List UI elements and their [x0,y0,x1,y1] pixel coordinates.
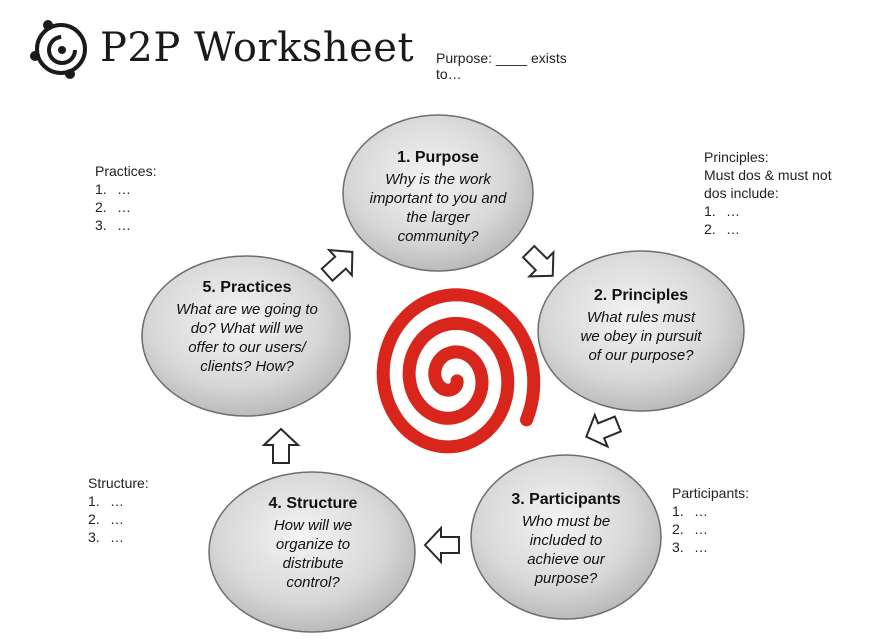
list-item: 1.… [704,203,740,219]
list-item: 2.… [672,521,708,537]
practices-notes-label: Practices: [95,163,157,179]
list-item: 2.… [704,221,740,237]
step-practices-heading: 5. Practices [202,279,292,296]
arrow-structure-to-practices [261,427,301,464]
ellipse-participants [470,454,662,620]
purpose-note: Purpose: ____ exists to… [436,50,567,82]
page-title: P2P Worksheet [100,25,415,71]
purpose-note-line1: Purpose: ____ exists [436,50,567,66]
step-participants-heading: 3. Participants [511,491,621,508]
ellipse-structure [208,471,416,633]
participants-notes-label: Participants: [672,485,750,501]
ellipse-purpose [342,114,534,272]
participants-notes: Participants: 1.… 2.… 3.… [672,484,749,556]
structure-notes: Structure: 1.… 2.… 3.… [88,474,149,546]
step-structure: 4. Structure How will we organize to dis… [240,494,386,592]
list-item: 3.… [672,539,708,555]
step-principles: 2. Principles What rules must we obey in… [568,286,714,365]
arrow-purpose-to-principles [521,244,555,278]
ellipse-principles [537,250,745,412]
purpose-note-line2: to… [436,66,462,82]
step-practices-question: What are we going to do? What will we of… [176,301,318,375]
list-item: 2.… [95,199,131,215]
arrow-practices-to-purpose [320,248,354,283]
ellipse-practices [141,255,351,417]
step-purpose: 1. Purpose Why is the work important to … [368,148,508,246]
arrow-principles-to-participants [585,412,623,449]
step-participants-question: Who must be included to achieve our purp… [521,513,611,587]
step-principles-heading: 2. Principles [593,287,689,304]
step-purpose-heading: 1. Purpose [397,149,479,166]
practices-notes: Practices: 1.… 2.… 3.… [95,162,156,234]
red-spiral-icon [376,288,541,454]
step-structure-question: How will we organize to distribute contr… [273,517,353,591]
step-purpose-question: Why is the work important to you and the… [369,171,507,245]
step-structure-heading: 4. Structure [268,495,358,512]
list-item: 1.… [88,493,124,509]
p2p-logo-icon [30,20,87,79]
arrow-participants-to-structure [423,525,460,565]
structure-notes-label: Structure: [88,475,149,491]
principles-notes-label: Principles: [704,149,769,165]
principles-notes: Principles: Must dos & must not dos incl… [704,149,832,237]
list-item: 1.… [95,181,131,197]
list-item: 3.… [95,217,131,233]
list-item: 1.… [672,503,708,519]
list-item: 3.… [88,529,124,545]
step-principles-question: What rules must we obey in pursuit of ou… [580,309,702,364]
step-practices: 5. Practices What are we going to do? Wh… [168,278,326,376]
step-participants: 3. Participants Who must be included to … [492,490,640,588]
list-item: 2.… [88,511,124,527]
